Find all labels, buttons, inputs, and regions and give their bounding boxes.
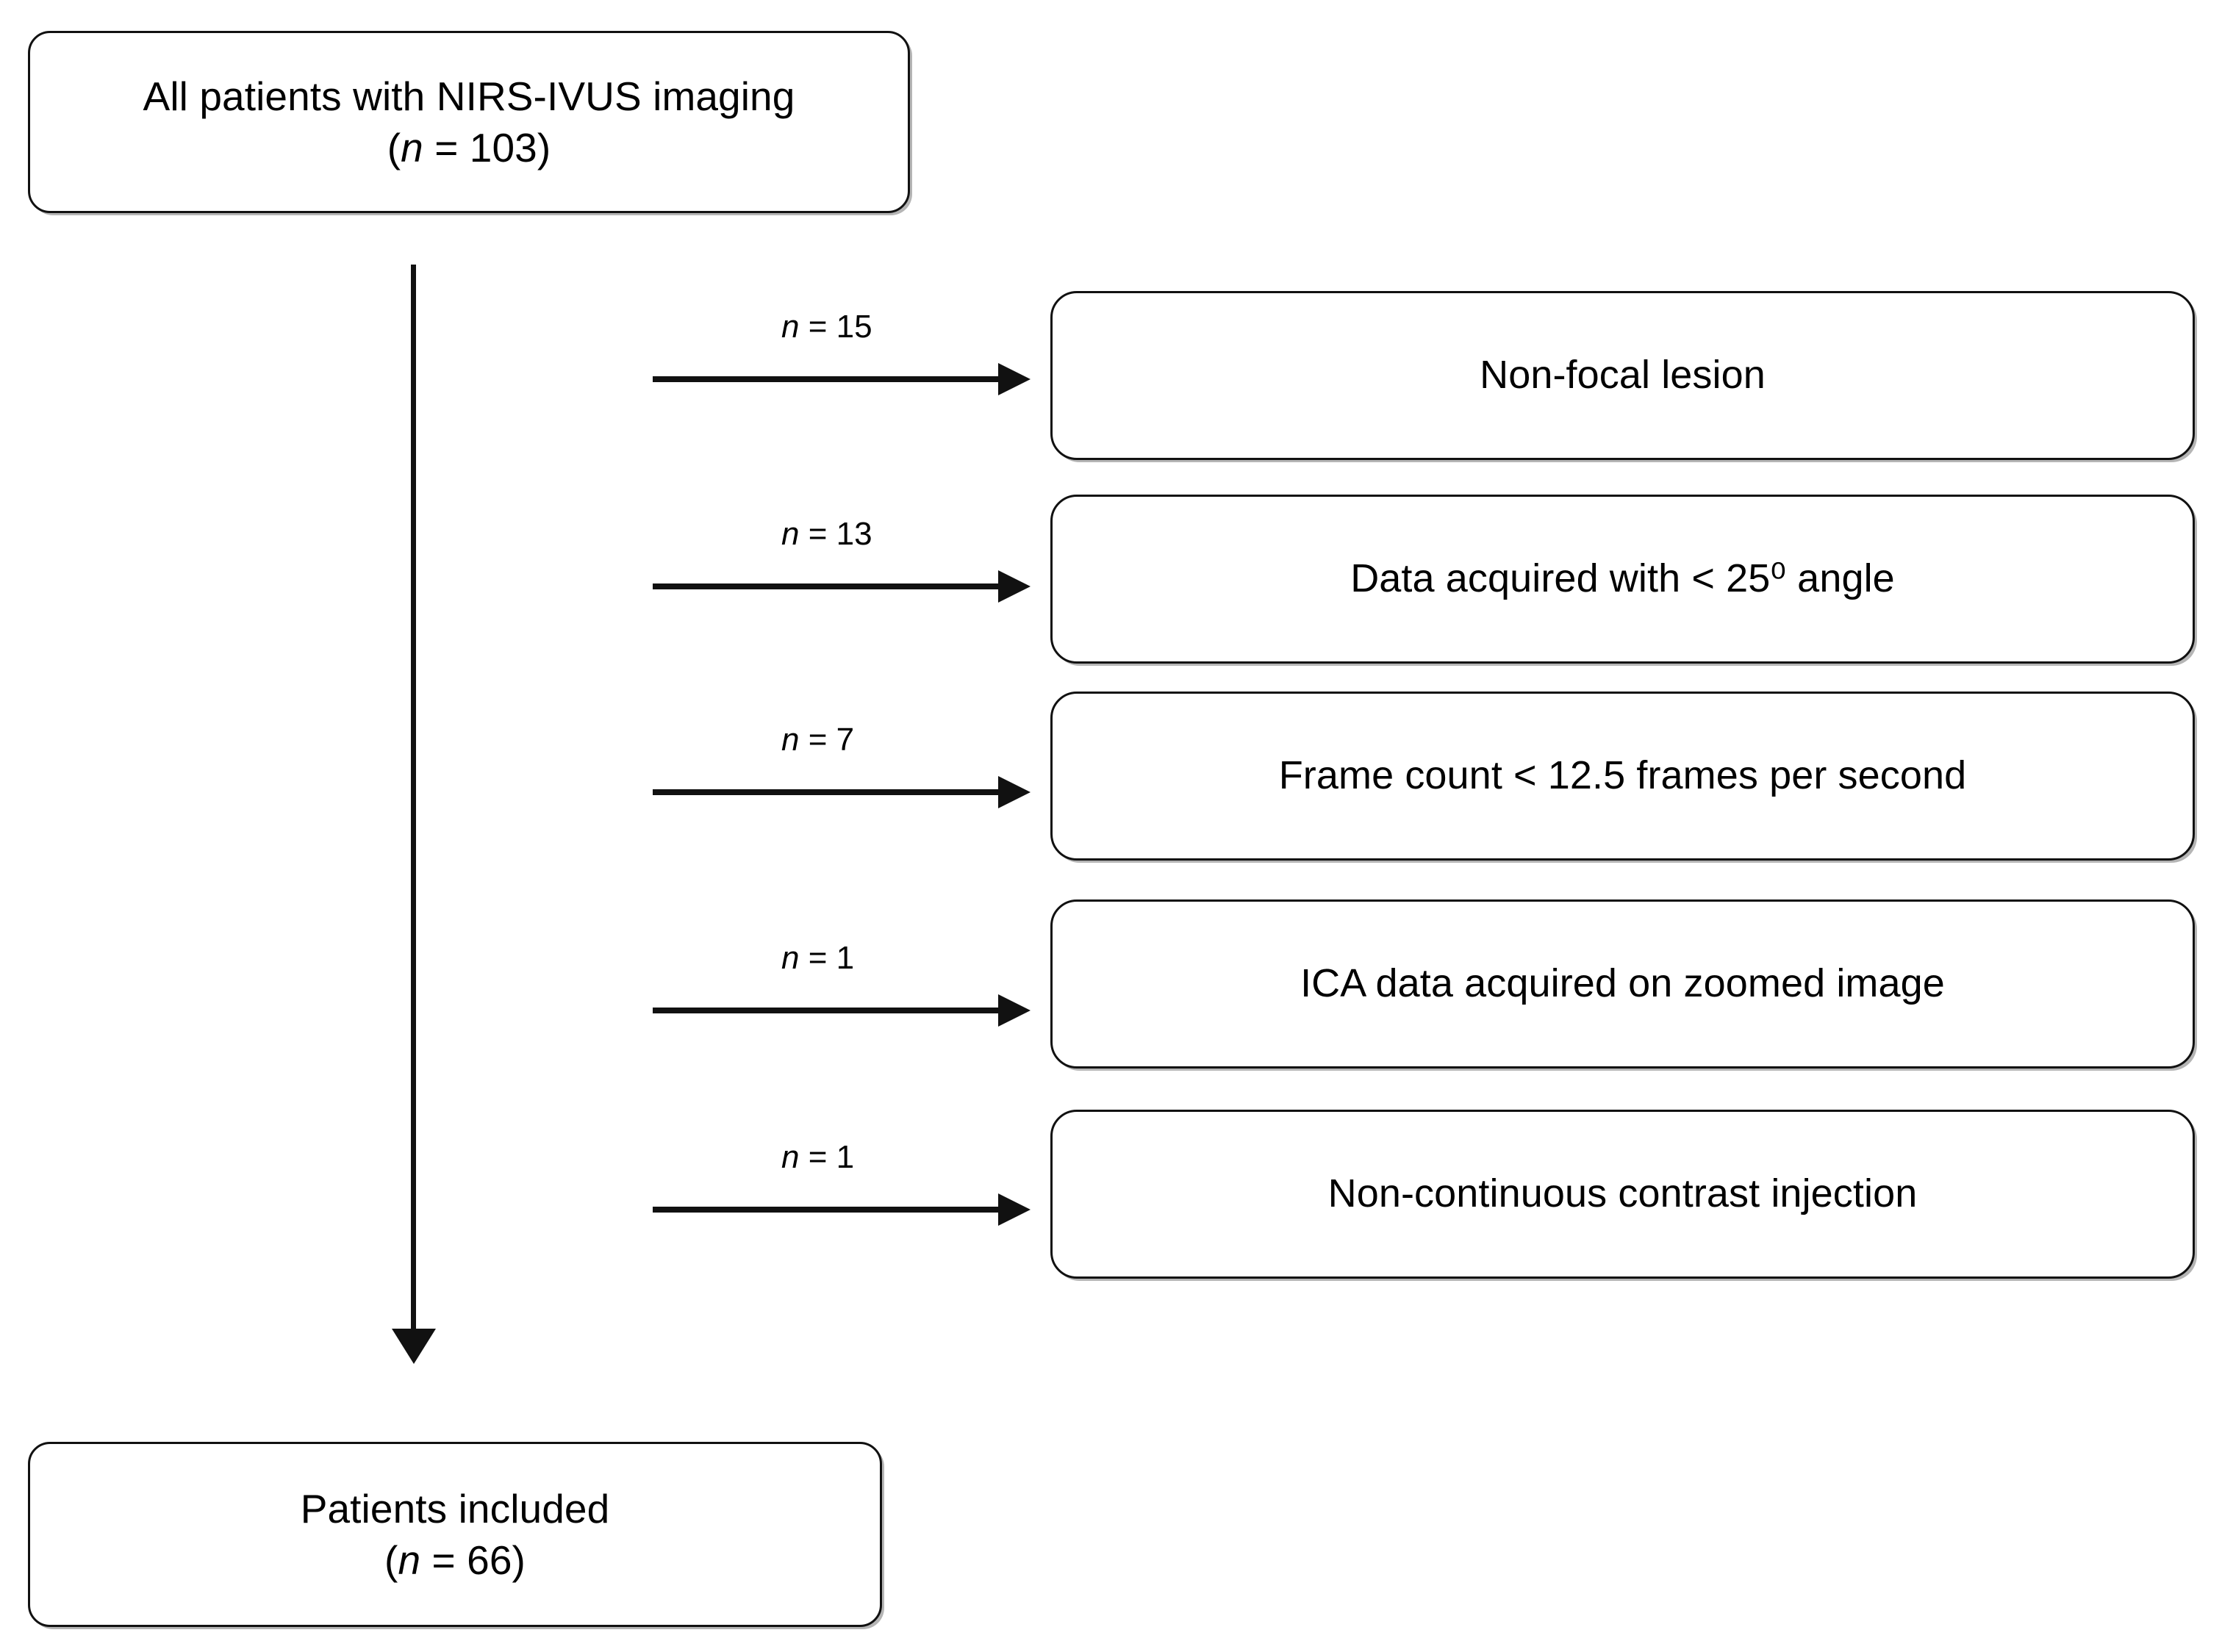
node-exclusion-4: Non-continuous contrast injection	[1050, 1110, 2195, 1279]
node-patients-included: Patients included (n = 66)	[28, 1442, 882, 1627]
branch-line-4	[653, 1207, 1007, 1213]
branch-line-3	[653, 1008, 1007, 1013]
branch-count-label-0: n = 15	[781, 309, 872, 345]
node-exclusion-2: Frame count < 12.5 frames per second	[1050, 692, 2195, 861]
node-patients-included-line1: Patients included	[300, 1485, 610, 1531]
branch-line-2	[653, 789, 1007, 795]
branch-count-label-3: n = 1	[781, 940, 855, 976]
italic-n: n	[781, 516, 800, 552]
node-exclusion-1-text: Data acquired with < 25⁰ angle	[1350, 556, 1895, 601]
main-flow-arrowhead-icon	[392, 1329, 436, 1364]
branch-line-1	[653, 583, 1007, 589]
branch-arrowhead-icon-1	[998, 570, 1031, 603]
italic-n: n	[781, 940, 800, 976]
branch-count-label-2: n = 7	[781, 722, 855, 758]
node-exclusion-4-text: Non-continuous contrast injection	[1327, 1171, 1918, 1216]
italic-n: n	[398, 1537, 421, 1583]
branch-count-label-1: n = 13	[781, 516, 872, 552]
branch-arrowhead-icon-4	[998, 1193, 1031, 1226]
node-all-patients-count: (n = 103)	[387, 125, 551, 170]
italic-n: n	[401, 125, 423, 170]
italic-n: n	[781, 1139, 800, 1175]
node-all-patients: All patients with NIRS-IVUS imaging (n =…	[28, 31, 910, 213]
branch-count-label-4: n = 1	[781, 1139, 855, 1175]
branch-line-0	[653, 376, 1007, 382]
node-all-patients-text: All patients with NIRS-IVUS imaging (n =…	[143, 18, 795, 226]
node-exclusion-2-text: Frame count < 12.5 frames per second	[1278, 753, 1967, 798]
node-all-patients-line1: All patients with NIRS-IVUS imaging	[143, 73, 795, 119]
node-exclusion-3: ICA data acquired on zoomed image	[1050, 899, 2195, 1069]
node-patients-included-text: Patients included (n = 66)	[301, 1431, 610, 1638]
branch-arrowhead-icon-2	[998, 776, 1031, 808]
italic-n: n	[781, 722, 800, 758]
branch-arrowhead-icon-0	[998, 363, 1031, 395]
node-exclusion-0-text: Non-focal lesion	[1480, 353, 1766, 398]
italic-n: n	[781, 309, 800, 345]
node-exclusion-3-text: ICA data acquired on zoomed image	[1300, 961, 1945, 1006]
branch-arrowhead-icon-3	[998, 994, 1031, 1027]
node-exclusion-0: Non-focal lesion	[1050, 291, 2195, 460]
node-exclusion-1: Data acquired with < 25⁰ angle	[1050, 495, 2195, 664]
main-flow-line	[411, 265, 416, 1334]
node-patients-included-count: (n = 66)	[384, 1537, 526, 1583]
